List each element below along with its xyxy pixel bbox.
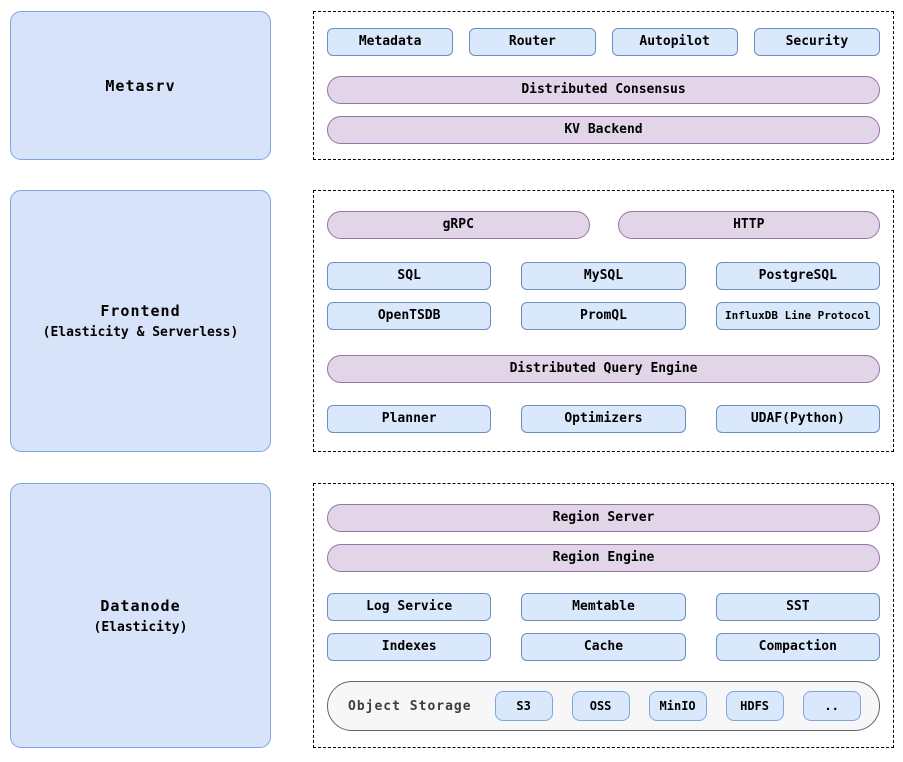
log-service-chip: Log Service [327, 593, 492, 621]
metasrv-title: Metasrv [105, 76, 176, 95]
datanode-panel: Region Server Region Engine Log Service … [313, 483, 894, 748]
other-backends-chip: .. [802, 691, 861, 721]
metadata-module: Metadata [327, 28, 454, 56]
object-storage-label: Object Storage [348, 698, 472, 714]
router-module: Router [469, 28, 596, 56]
indexes-chip: Indexes [327, 633, 492, 661]
autopilot-module: Autopilot [611, 28, 738, 56]
udaf-python-chip: UDAF(Python) [715, 405, 880, 433]
http-pill: HTTP [617, 211, 880, 239]
security-module: Security [753, 28, 880, 56]
object-storage-container: Object Storage S3 OSS MinIO HDFS .. [327, 681, 880, 731]
distributed-query-engine-pill: Distributed Query Engine [327, 355, 880, 383]
compaction-chip: Compaction [715, 633, 880, 661]
planner-chip: Planner [327, 405, 492, 433]
promql-chip: PromQL [521, 302, 686, 330]
s3-chip: S3 [494, 691, 553, 721]
engine-components-row: Planner Optimizers UDAF(Python) [327, 405, 880, 433]
sst-chip: SST [715, 593, 880, 621]
sql-chip: SQL [327, 262, 492, 290]
datanode-subtitle: (Elasticity) [93, 619, 188, 635]
influxdb-line-protocol-chip: InfluxDB Line Protocol [715, 302, 880, 330]
grpc-pill: gRPC [327, 211, 590, 239]
region-engine-pill: Region Engine [327, 544, 880, 572]
mysql-chip: MySQL [521, 262, 686, 290]
protocol-pills-row: gRPC HTTP [327, 211, 880, 239]
metasrv-box: Metasrv [10, 11, 271, 160]
optimizers-chip: Optimizers [521, 405, 686, 433]
distributed-consensus-pill: Distributed Consensus [327, 76, 880, 104]
frontend-title: Frontend [100, 302, 181, 320]
region-components-row-1: Log Service Memtable SST [327, 593, 880, 621]
hdfs-chip: HDFS [725, 691, 784, 721]
metasrv-panel: Metadata Router Autopilot Security Distr… [313, 11, 894, 160]
postgresql-chip: PostgreSQL [715, 262, 880, 290]
opentsdb-chip: OpenTSDB [327, 302, 492, 330]
kv-backend-pill: KV Backend [327, 116, 880, 144]
metasrv-modules-row: Metadata Router Autopilot Security [327, 28, 880, 56]
memtable-chip: Memtable [521, 593, 686, 621]
query-protocols-row-1: SQL MySQL PostgreSQL [327, 262, 880, 290]
frontend-box: Frontend (Elasticity & Serverless) [10, 190, 271, 452]
query-protocols-row-2: OpenTSDB PromQL InfluxDB Line Protocol [327, 302, 880, 330]
datanode-box: Datanode (Elasticity) [10, 483, 271, 748]
datanode-title: Datanode [100, 596, 181, 615]
minio-chip: MinIO [648, 691, 707, 721]
cache-chip: Cache [521, 633, 686, 661]
oss-chip: OSS [571, 691, 630, 721]
frontend-panel: gRPC HTTP SQL MySQL PostgreSQL OpenTSDB … [313, 190, 894, 452]
frontend-subtitle: (Elasticity & Serverless) [42, 325, 239, 340]
region-components-row-2: Indexes Cache Compaction [327, 633, 880, 661]
region-server-pill: Region Server [327, 504, 880, 532]
